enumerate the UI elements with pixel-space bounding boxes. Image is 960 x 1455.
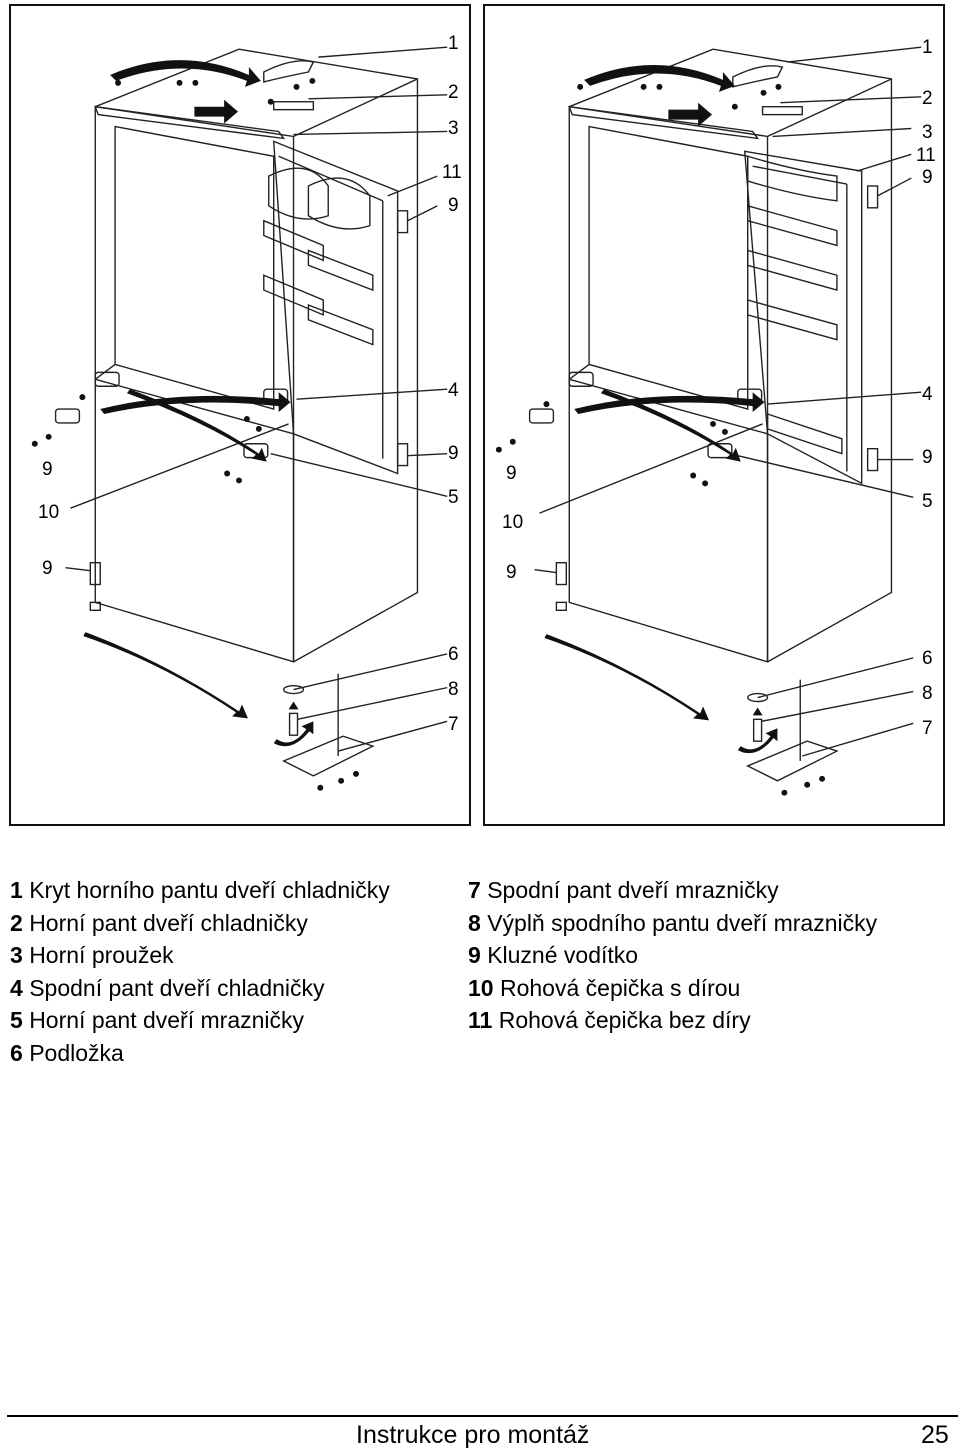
callout-number: 9 bbox=[448, 443, 459, 464]
legend-item-number: 4 bbox=[10, 974, 23, 1001]
legend-item: 7 Spodní pant dveří mrazničky bbox=[468, 874, 877, 907]
legend-item-text: Kryt horního pantu dveří chladničky bbox=[29, 877, 390, 903]
callout-number: 5 bbox=[448, 487, 459, 508]
legend-item: 8 Výplň spodního pantu dveří mrazničky bbox=[468, 907, 877, 940]
legend-item: 5 Horní pant dveří mrazničky bbox=[10, 1004, 390, 1037]
callout-number: 1 bbox=[448, 33, 459, 54]
legend-item: 9 Kluzné vodítko bbox=[468, 939, 877, 972]
footer-divider bbox=[7, 1415, 958, 1417]
legend-item: 6 Podložka bbox=[10, 1037, 390, 1070]
callout-number: 9 bbox=[922, 447, 933, 468]
fridge-diagram-right bbox=[495, 46, 922, 796]
legend-item-text: Výplň spodního pantu dveří mrazničky bbox=[487, 909, 878, 936]
callout-number: 9 bbox=[506, 562, 517, 583]
footer-title: Instrukce pro montáž bbox=[356, 1421, 590, 1449]
diagram-panel-left: 1 2 3 11 9 4 9 5 10 9 9 6 8 7 bbox=[9, 4, 471, 826]
legend-item-text: Rohová čepička bez díry bbox=[498, 1007, 751, 1033]
callout-number: 9 bbox=[506, 463, 517, 484]
legend-item: 3 Horní proužek bbox=[10, 939, 390, 972]
legend-item-number: 11 bbox=[468, 1007, 493, 1033]
legend-item: 1 Kryt horního pantu dveří chladničky bbox=[10, 874, 390, 907]
callout-number: 10 bbox=[38, 502, 60, 523]
legend-item-number: 6 bbox=[10, 1039, 23, 1066]
legend-item-text: Spodní pant dveří mrazničky bbox=[487, 877, 779, 903]
callout-number: 6 bbox=[922, 648, 933, 669]
callout-number: 9 bbox=[42, 459, 53, 480]
callout-number: 7 bbox=[922, 718, 933, 739]
callout-number: 9 bbox=[42, 558, 53, 579]
legend-left-column: 1 Kryt horního pantu dveří chladničky 2 … bbox=[10, 874, 390, 1069]
page-number: 25 bbox=[921, 1421, 949, 1449]
callout-number: 5 bbox=[922, 491, 933, 512]
callout-number: 7 bbox=[448, 714, 459, 735]
callout-number: 9 bbox=[448, 195, 459, 216]
legend-item-number: 5 bbox=[10, 1007, 23, 1033]
legend-item-number: 1 bbox=[10, 877, 23, 903]
legend-item-number: 9 bbox=[468, 942, 481, 968]
legend-item: 11 Rohová čepička bez díry bbox=[468, 1004, 877, 1037]
legend-item-number: 2 bbox=[10, 909, 23, 936]
legend-item-number: 8 bbox=[468, 909, 481, 936]
legend-item-number: 3 bbox=[10, 942, 23, 968]
legend-item-text: Horní pant dveří mrazničky bbox=[29, 1007, 305, 1033]
legend-item-text: Podložka bbox=[29, 1039, 124, 1066]
legend-item: 10 Rohová čepička s dírou bbox=[468, 972, 877, 1005]
legend-item-text: Spodní pant dveří chladničky bbox=[29, 974, 325, 1001]
legend-item: 4 Spodní pant dveří chladničky bbox=[10, 972, 390, 1005]
legend-item: 2 Horní pant dveří chladničky bbox=[10, 907, 390, 940]
callout-number: 3 bbox=[922, 122, 933, 143]
legend-right-column: 7 Spodní pant dveří mrazničky 8 Výplň sp… bbox=[468, 874, 877, 1037]
fridge-diagram-left bbox=[31, 46, 448, 791]
callout-number: 2 bbox=[922, 88, 933, 109]
callout-number: 9 bbox=[922, 167, 933, 188]
callout-number: 10 bbox=[502, 512, 524, 533]
callout-number: 8 bbox=[922, 683, 933, 704]
callout-number: 8 bbox=[448, 679, 459, 700]
legend-item-text: Kluzné vodítko bbox=[487, 942, 639, 968]
legend-item-number: 7 bbox=[468, 877, 481, 903]
callout-number: 4 bbox=[922, 384, 933, 405]
legend-item-text: Horní pant dveří chladničky bbox=[29, 909, 308, 936]
diagram-panel-right: 1 2 3 11 9 4 9 5 9 10 9 6 8 7 bbox=[483, 4, 945, 826]
callout-number: 6 bbox=[448, 644, 459, 665]
callout-number: 3 bbox=[448, 118, 459, 139]
callout-number: 2 bbox=[448, 82, 459, 103]
callout-number: 4 bbox=[448, 380, 459, 401]
legend-item-text: Horní proužek bbox=[29, 942, 174, 968]
callout-number: 11 bbox=[916, 145, 936, 166]
callout-number: 1 bbox=[922, 37, 933, 58]
callout-number: 11 bbox=[442, 162, 462, 183]
legend-item-number: 10 bbox=[468, 974, 494, 1001]
legend-item-text: Rohová čepička s dírou bbox=[499, 974, 741, 1001]
